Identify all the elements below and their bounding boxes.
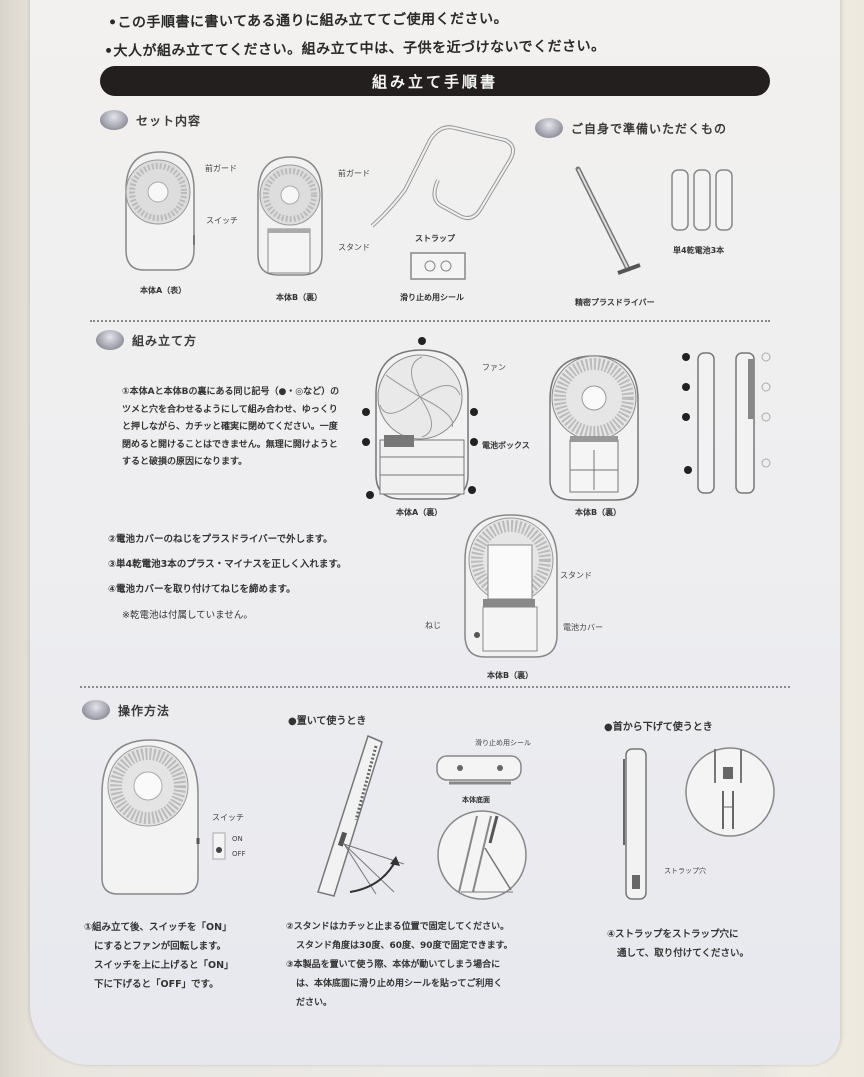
callout-switch-a: スイッチ	[206, 216, 238, 225]
operation-step-line: ④ストラップをストラップ穴に	[607, 929, 739, 940]
operation-step-line: ださい。	[296, 998, 333, 1008]
section-title: 操作方法	[118, 703, 171, 718]
banner-title: 組み立て手順書	[371, 72, 498, 91]
label-body-a: 本体A（表）	[140, 286, 187, 295]
switch-detail-icon	[212, 832, 226, 860]
screwdriver-illustration	[575, 166, 641, 275]
standing-use-heading: ●置いて使うとき	[288, 716, 367, 727]
callout-switch: スイッチ	[212, 813, 244, 822]
body-a-back-diagram	[362, 337, 478, 500]
callout-stand: スタンド	[560, 571, 592, 580]
strap-detail-zoom-illustration	[685, 747, 775, 837]
operation-step-1-line: スイッチを上に上げると「ON」	[94, 960, 234, 971]
batteries-illustration	[671, 169, 733, 231]
fan-hanging-side-illustration	[623, 748, 647, 900]
callout-front-guard-b: 前ガード	[338, 169, 370, 178]
callout-fan: ファン	[482, 363, 506, 372]
label-strap: ストラップ	[415, 234, 455, 243]
body-b-back-diagram	[549, 355, 639, 501]
callout-screw: ねじ	[425, 621, 441, 630]
body-bottom-illustration	[436, 755, 522, 785]
assembly-step-1: ①本体Aと本体Bの裏にある同じ記号（●・◎など）のツメと穴を合わせるようにして組…	[122, 387, 340, 467]
assembly-note: ※乾電池は付属していません。	[122, 610, 253, 621]
strap-illustration	[370, 125, 516, 228]
section-user-supplied-header: ご自身で準備いただくもの	[535, 118, 727, 138]
operation-step-1: ①組み立て後、スイッチを「ON」 にするとファンが回転します。 スイッチを上に上…	[84, 918, 284, 994]
operation-step-2-3: ②スタンドはカチッと止まる位置で固定してください。 スタンド角度は30度、60度…	[286, 918, 596, 1013]
callout-strap-hole: ストラップ穴	[664, 867, 706, 875]
label-anti-slip-seal: 滑り止め用シール	[400, 293, 464, 302]
section-bullet-icon	[82, 700, 110, 720]
section-divider	[80, 686, 790, 688]
callout-front-guard-a: 前ガード	[205, 164, 237, 173]
label-body-b: 本体B（裏）	[276, 293, 323, 302]
stand-battery-cover-diagram	[464, 514, 558, 658]
assembly-step-2: ②電池カバーのねじをプラスドライバーで外します。	[108, 534, 333, 545]
label-body-a-back: 本体A（裏）	[396, 508, 443, 517]
operation-step-line: ③本製品を置いて使う際、本体が動いてしまう場合に	[286, 960, 501, 970]
assembly-step-3: ③単4乾電池3本のプラス・マイナスを正しく入れます。	[108, 559, 347, 570]
label-body-bottom: 本体底面	[462, 796, 490, 804]
operation-step-line: ②スタンドはカチッと止まる位置で固定してください。	[286, 922, 510, 932]
operation-step-1-line: にするとファンが回転します。	[94, 941, 227, 952]
section-bullet-icon	[96, 330, 124, 350]
operation-step-1-line: ①組み立て後、スイッチを「ON」	[84, 922, 232, 933]
fan-standing-side-illustration	[317, 734, 405, 897]
notice-line-1: •この手順書に書いてある通りに組み立ててご使用ください。	[107, 10, 509, 32]
label-body-b-back-stand: 本体B（裏）	[487, 671, 534, 680]
operation-step-line: 通して、取り付けてください。	[617, 948, 749, 959]
section-operation-header: 操作方法	[82, 700, 170, 720]
section-title: 組み立て方	[132, 333, 198, 348]
operation-step-line: は、本体底面に滑り止め用シールを貼ってご利用く	[296, 979, 503, 989]
stand-detail-zoom-illustration	[437, 810, 527, 900]
anti-slip-seal-illustration	[410, 252, 466, 280]
label-screwdriver: 精密プラスドライバー	[575, 298, 655, 307]
section-bullet-icon	[535, 118, 563, 138]
switch-off-label: OFF	[232, 850, 246, 858]
callout-stand-b: スタンド	[338, 243, 370, 252]
section-bullet-icon	[100, 110, 128, 130]
section-title: ご自身で準備いただくもの	[571, 121, 728, 136]
assembly-step-4: ④電池カバーを取り付けてねじを締めます。	[108, 584, 296, 595]
fan-body-b-illustration	[257, 156, 323, 276]
title-banner: 組み立て手順書	[100, 66, 770, 96]
section-divider	[90, 320, 770, 322]
operation-step-4: ④ストラップをストラップ穴に 通して、取り付けてください。	[607, 925, 807, 963]
hanging-use-heading: ●首から下げて使うとき	[604, 722, 713, 733]
fan-front-operation-illustration	[101, 739, 200, 895]
switch-on-label: ON	[232, 835, 243, 843]
side-view-diagram	[682, 352, 771, 494]
section-assembly-header: 組み立て方	[96, 330, 197, 350]
label-body-b-back: 本体B（裏）	[575, 508, 622, 517]
label-batteries: 単4乾電池3本	[673, 246, 725, 255]
section-set-contents-header: セット内容	[100, 110, 201, 130]
operation-step-line: スタンド角度は30度、60度、90度で固定できます。	[296, 941, 513, 951]
fan-body-a-illustration	[125, 151, 195, 271]
callout-battery-cover: 電池カバー	[563, 623, 603, 632]
section-title: セット内容	[136, 113, 202, 128]
callout-battery-box: 電池ボックス	[482, 441, 530, 450]
callout-anti-slip-seal: 滑り止め用シール	[475, 739, 531, 747]
operation-step-1-line: 下に下げると「OFF」です。	[94, 979, 219, 990]
